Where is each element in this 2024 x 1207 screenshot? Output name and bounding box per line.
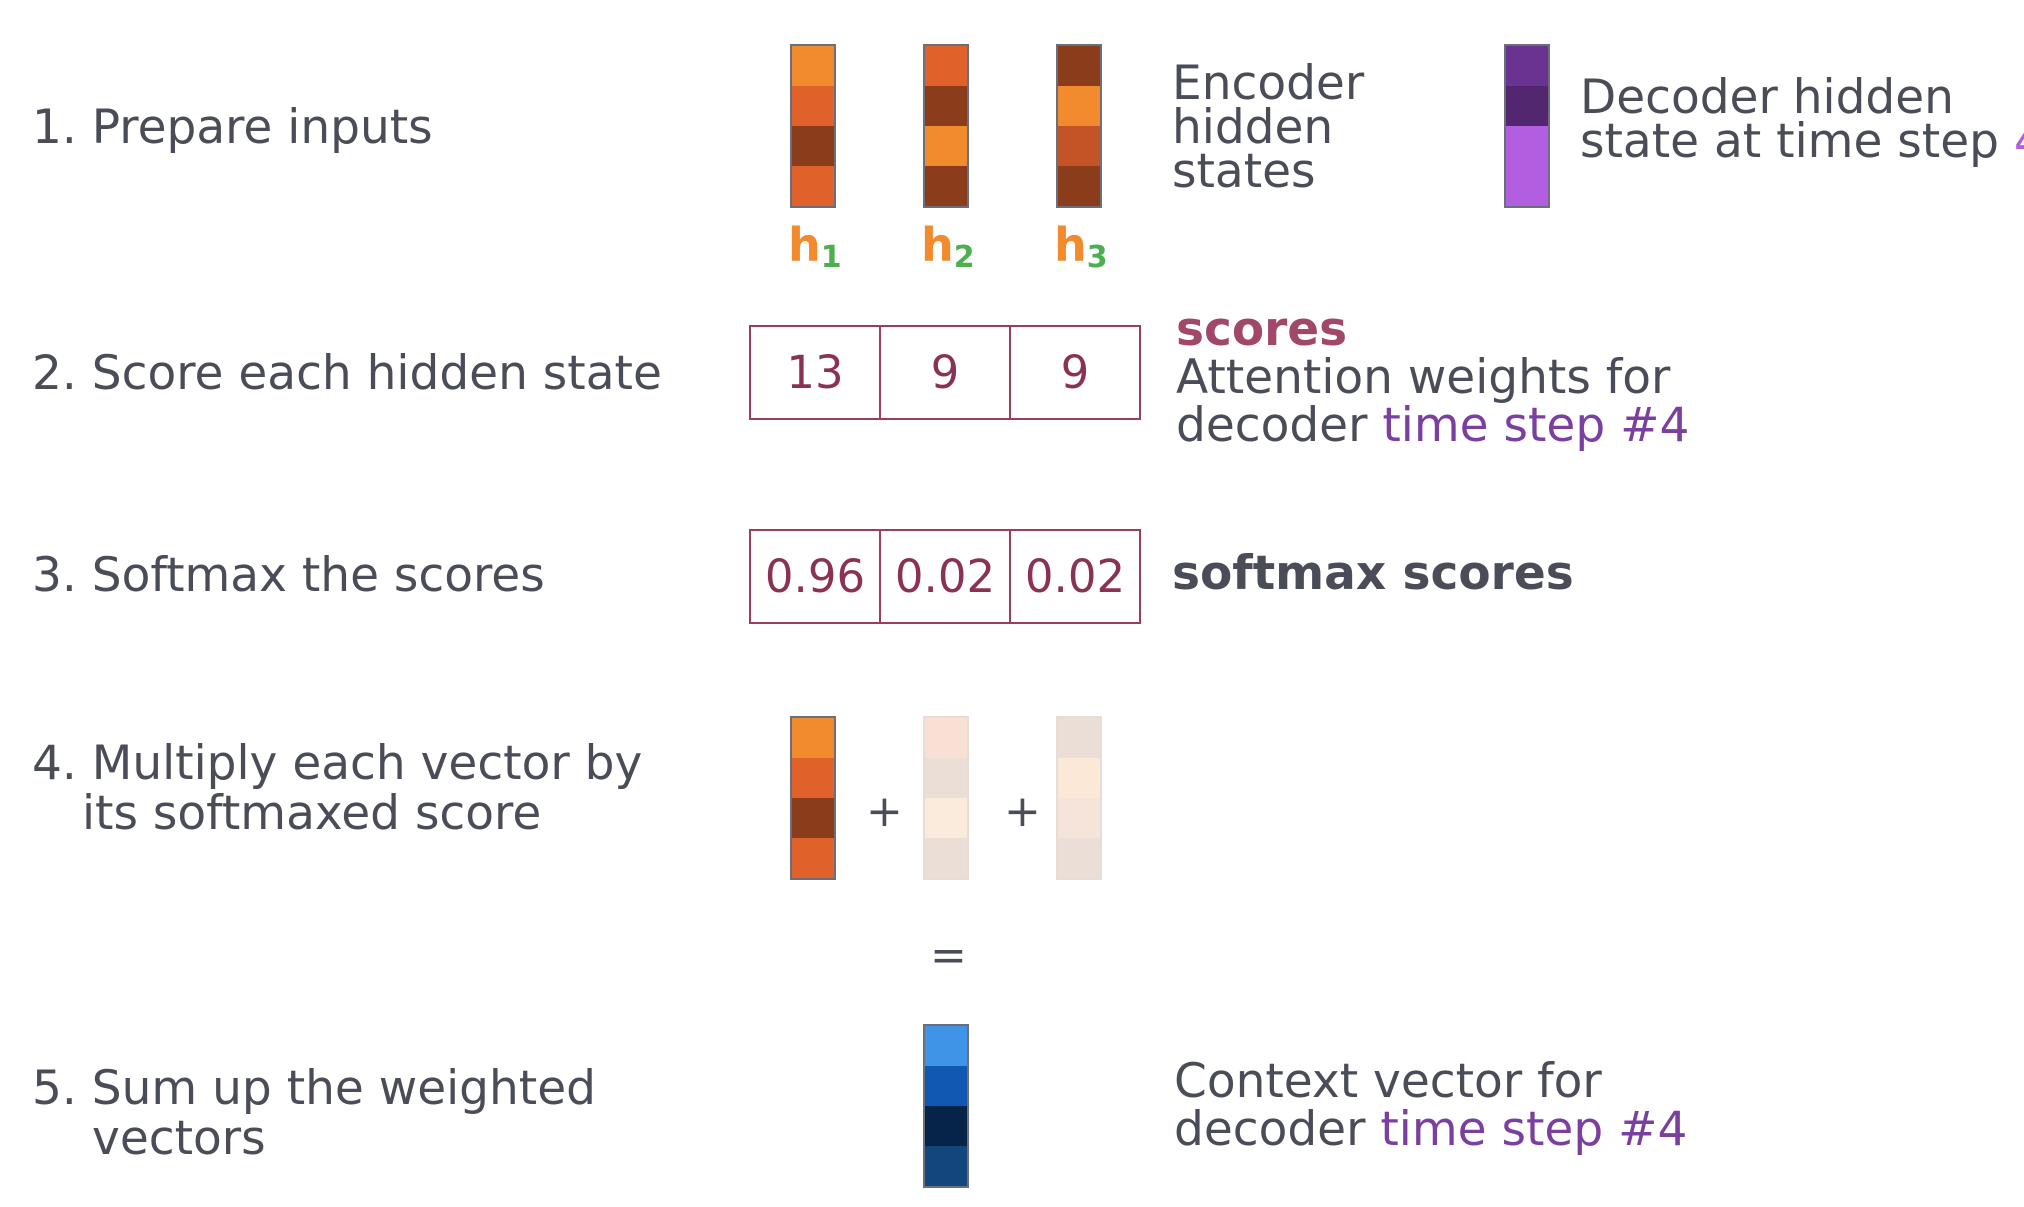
vector-cell-4 [1506,166,1548,206]
context-time-step-highlight: time step #4 [1380,1102,1688,1157]
encoder-hidden-state-h1 [790,44,836,208]
decoder-hidden-state [1504,44,1550,208]
context-desc-line2: decoder time step #4 [1174,1102,1688,1157]
vector-cell-4 [792,838,834,878]
scores-table: 13 9 9 [749,325,1141,420]
plus-sign-1: + [866,786,903,837]
softmax-label: softmax scores [1172,546,1574,601]
vector-cell-2 [1058,86,1100,126]
vector-cell-3 [925,798,967,838]
h2-label: h2 [921,218,975,275]
vector-cell-2 [925,758,967,798]
softmax-cell-h1: 0.96 [751,531,881,622]
vector-cell-4 [925,838,967,878]
vector-cell-2 [925,86,967,126]
vector-cell-3 [925,126,967,166]
equals-sign: = [930,930,967,981]
weighted-vector-1 [790,716,836,880]
vector-cell-1 [1058,46,1100,86]
score-cell-h3: 9 [1060,346,1090,399]
step-3-label: 3. Softmax the scores [32,548,545,603]
decoder-label-line1: Decoder hidden [1580,70,1954,125]
vector-cell-3 [1058,126,1100,166]
vector-cell-4 [1058,166,1100,206]
scores-time-step-highlight: time step #4 [1382,398,1690,453]
step-2-label: 2. Score each hidden state [32,346,662,401]
scores-desc-line2: decoder time step #4 [1176,398,1690,453]
encoder-hidden-state-h2 [923,44,969,208]
context-vector [923,1024,969,1188]
vector-cell-3 [792,798,834,838]
vector-cell-4 [1058,838,1100,878]
vector-cell-2 [1506,86,1548,126]
vector-cell-1 [925,718,967,758]
step-4-label-line2: its softmaxed score [82,786,542,841]
softmax-cell-h3: 0.02 [1024,550,1126,603]
h1-label: h1 [788,218,842,275]
step-5-label-line1: 5. Sum up the weighted [32,1061,596,1116]
vector-cell-4 [925,1146,967,1186]
scores-desc-line1: Attention weights for [1176,350,1671,405]
step-5-label-line2: vectors [92,1111,266,1166]
encoder-hidden-state-h3 [1056,44,1102,208]
vector-cell-3 [925,1106,967,1146]
h3-label: h3 [1054,218,1108,275]
vector-cell-2 [792,758,834,798]
vector-cell-1 [1058,718,1100,758]
vector-cell-1 [1506,46,1548,86]
weighted-vector-2 [923,716,969,880]
encoder-label-line3: states [1172,144,1316,199]
scores-title: scores [1176,302,1348,357]
vector-cell-4 [925,166,967,206]
plus-sign-2: + [1004,786,1041,837]
softmax-cell-h2: 0.02 [881,531,1011,622]
decoder-time-step: 4 [2014,114,2024,169]
score-cell-h2: 9 [881,327,1011,418]
vector-cell-1 [792,46,834,86]
vector-cell-1 [792,718,834,758]
step-1-label: 1. Prepare inputs [32,100,433,155]
vector-cell-2 [1058,758,1100,798]
step-4-label-line1: 4. Multiply each vector by [32,736,643,791]
decoder-label-line2: state at time step 4 [1580,118,2024,165]
weighted-vector-3 [1056,716,1102,880]
context-desc-line1: Context vector for [1174,1054,1602,1109]
vector-cell-3 [1058,798,1100,838]
vector-cell-2 [792,86,834,126]
vector-cell-4 [792,166,834,206]
encoder-label-line1: Encoder [1172,56,1365,111]
vector-cell-3 [1506,126,1548,166]
score-cell-h1: 13 [751,327,881,418]
vector-cell-1 [925,1026,967,1066]
encoder-label-line2: hidden [1172,100,1334,155]
vector-cell-3 [792,126,834,166]
vector-cell-1 [925,46,967,86]
softmax-table: 0.96 0.02 0.02 [749,529,1141,624]
vector-cell-2 [925,1066,967,1106]
